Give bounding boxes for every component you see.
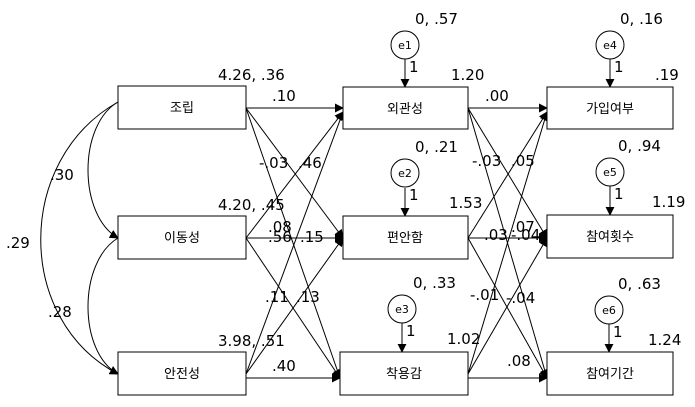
path-coefficients-exogenous: .10 -.03 .46 .08 .56 .15 .11 .13 .40 <box>259 87 324 375</box>
error-weight-e6: 1 <box>613 323 623 341</box>
coef-편안함-참여횟수: .03 <box>484 226 508 244</box>
error-circle-e3 <box>387 294 417 324</box>
node-stat-가입여부: .19 <box>655 66 679 84</box>
coef-안전성-외관성: .11 <box>265 288 289 306</box>
coef-안전성-편안함: .13 <box>296 288 320 306</box>
coef-착용감-가입여부: -.01 <box>470 286 499 304</box>
error-terms: e1 e2 e3 e4 e5 e6 <box>387 30 625 325</box>
path-coefficients-mediator: .00 -.03 .05 .07 .03 -.04 -.01 -.04 .08 <box>470 87 540 370</box>
coef-이동성-편안함: .15 <box>300 228 324 246</box>
outcome-nodes: 가입여부 참여횟수 참여기간 <box>546 86 674 396</box>
error-weight-e5: 1 <box>614 185 624 203</box>
exogenous-nodes: 조립 이동성 안전성 <box>117 85 247 396</box>
error-circle-e5 <box>595 157 625 187</box>
node-label-가입여부: 가입여부 <box>586 102 634 117</box>
node-stat-착용감: 1.02 <box>447 330 480 348</box>
coef-조립-외관성: .10 <box>272 87 296 105</box>
coef-안전성-착용감: .40 <box>272 357 296 375</box>
coef-이동성-외관성: .46 <box>298 154 322 172</box>
path-조립-편안함 <box>245 107 344 239</box>
path-편안함-참여기간 <box>467 237 548 379</box>
path-이동성-외관성 <box>245 111 344 239</box>
node-box-참여횟수 <box>546 214 674 259</box>
node-stat-편안함: 1.53 <box>449 194 482 212</box>
node-box-가입여부 <box>546 86 674 130</box>
error-weight-e1: 1 <box>409 58 419 76</box>
node-box-참여기간 <box>546 351 674 396</box>
path-착용감-가입여부 <box>467 111 549 375</box>
covariance-labels: .30 .28 .29 <box>6 166 74 321</box>
error-circle-e1 <box>390 30 420 60</box>
error-circle-e6 <box>594 295 624 325</box>
node-label-참여횟수: 참여횟수 <box>586 230 634 245</box>
error-circle-e2 <box>390 158 420 188</box>
mediator-nodes: 외관성 편안함 착용감 <box>339 86 469 396</box>
error-weights: 1 1 1 1 1 1 <box>406 58 624 341</box>
path-외관성-참여횟수 <box>467 107 548 239</box>
covariance-label-이동성-안전성: .28 <box>48 303 72 321</box>
node-label-착용감: 착용감 <box>386 367 422 382</box>
error-stat-e1: 0, .57 <box>415 10 458 28</box>
coef-조립-편안함: -.03 <box>259 154 288 172</box>
coef-착용감-참여횟수: -.04 <box>506 289 535 307</box>
coef-조립-착용감: .08 <box>268 218 292 236</box>
covariance-curve-조립-이동성 <box>87 94 128 239</box>
path-조립-착용감 <box>245 107 342 379</box>
error-arrows <box>397 59 615 353</box>
coef-착용감-참여기간: .08 <box>507 352 531 370</box>
node-stat-labels: 4.26, .36 4.20, .45 3.98, .51 1.20 1.53 … <box>218 66 685 350</box>
paths-mediator-to-outcome <box>467 103 550 383</box>
node-stat-이동성: 4.20, .45 <box>218 196 285 214</box>
error-stat-e2: 0, .21 <box>415 138 458 156</box>
error-label-e5: e5 <box>603 166 617 179</box>
covariance-curve-이동성-안전성 <box>87 229 128 375</box>
error-weight-e2: 1 <box>409 186 419 204</box>
node-stat-외관성: 1.20 <box>451 66 484 84</box>
node-label-안전성: 안전성 <box>164 367 200 382</box>
path-편안함-가입여부 <box>467 111 548 239</box>
error-stat-e3: 0, .33 <box>413 274 456 292</box>
node-stat-안전성: 3.98, .51 <box>218 332 285 350</box>
node-label-조립: 조립 <box>170 101 194 116</box>
node-label-이동성: 이동성 <box>164 231 200 246</box>
node-stat-참여기간: 1.24 <box>648 331 681 349</box>
error-stat-labels: 0, .57 0, .21 0, .33 0, .16 0, .94 0, .6… <box>413 10 663 293</box>
covariance-label-조립-안전성: .29 <box>6 234 30 252</box>
error-stat-e4: 0, .16 <box>620 10 663 28</box>
node-label-외관성: 외관성 <box>387 102 423 117</box>
node-box-이동성 <box>117 215 247 260</box>
covariance-curve-조립-안전성 <box>40 94 128 375</box>
error-stat-e5: 0, .94 <box>618 137 661 155</box>
coef-외관성-가입여부: .00 <box>485 87 509 105</box>
error-label-e4: e4 <box>603 39 617 52</box>
error-label-e2: e2 <box>398 167 412 180</box>
coef-외관성-참여기간: .05 <box>511 152 535 170</box>
node-box-착용감 <box>339 351 469 396</box>
node-stat-조립: 4.26, .36 <box>218 66 285 84</box>
error-weight-e3: 1 <box>406 322 416 340</box>
node-box-외관성 <box>342 86 469 130</box>
node-stat-참여횟수: 1.19 <box>652 193 685 211</box>
node-box-조립 <box>117 85 247 130</box>
node-label-참여기간: 참여기간 <box>586 367 634 382</box>
path-안전성-편안함 <box>245 237 344 375</box>
covariance-label-조립-이동성: .30 <box>50 166 74 184</box>
path-착용감-참여횟수 <box>467 237 548 375</box>
path-안전성-외관성 <box>245 111 345 375</box>
error-label-e3: e3 <box>395 303 409 316</box>
node-label-편안함: 편안함 <box>387 231 423 246</box>
coef-외관성-참여횟수: -.03 <box>472 152 501 170</box>
error-label-e6: e6 <box>602 304 616 317</box>
coef-편안함-가입여부: .07 <box>511 218 535 236</box>
node-box-편안함 <box>342 215 469 260</box>
error-weight-e4: 1 <box>614 58 624 76</box>
error-stat-e6: 0, .63 <box>618 275 661 293</box>
paths-exogenous-to-mediator <box>245 103 345 383</box>
coef-편안함-참여기간: -.04 <box>511 226 540 244</box>
node-box-안전성 <box>117 351 247 396</box>
coef-이동성-착용감: .56 <box>268 228 292 246</box>
error-circle-e4 <box>595 30 625 60</box>
error-label-e1: e1 <box>398 39 412 52</box>
